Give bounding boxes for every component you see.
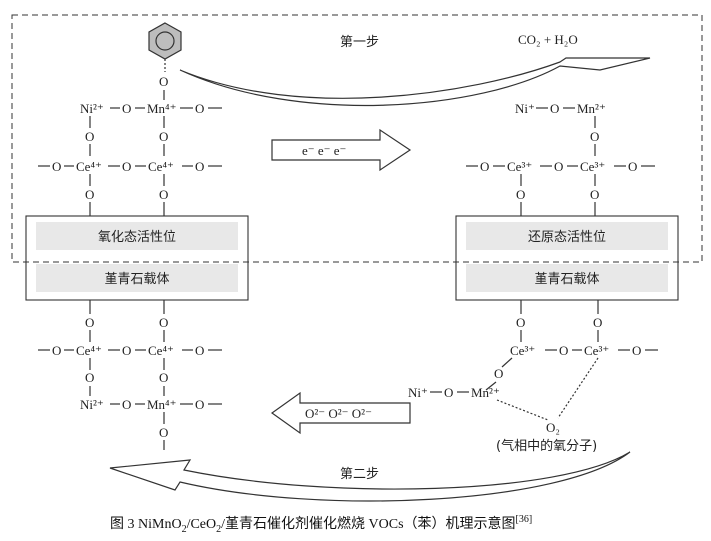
step2-label: 第二步	[340, 467, 379, 482]
oxygen-ion-labels: O²⁻ O²⁻ O²⁻	[305, 406, 372, 421]
atom-o: O	[559, 343, 568, 358]
right-bottom-slab	[466, 264, 668, 292]
atom-o: O	[195, 397, 204, 412]
atom-o: O	[159, 129, 168, 144]
electron-labels: e⁻ e⁻ e⁻	[302, 143, 346, 158]
right-panel-box	[455, 215, 679, 301]
atom-o: O	[85, 129, 94, 144]
atom-o: O	[516, 315, 525, 330]
left-bottom-structure: O O O Ce⁴⁺ O Ce⁴⁺ O O O Ni²⁺ O Mn⁴⁺ O O	[38, 300, 222, 450]
atom-o: O	[122, 101, 131, 116]
atom-ce4: Ce⁴⁺	[76, 159, 102, 174]
atom-ce3: Ce³⁺	[510, 343, 535, 358]
atom-ni-plus: Ni⁺	[515, 101, 535, 116]
atom-o: O	[516, 187, 525, 202]
atom-o: O	[159, 315, 168, 330]
atom-o: O	[195, 101, 204, 116]
right-top-slab	[466, 222, 668, 250]
left-top-slab	[36, 222, 238, 250]
svg-text:图 3 NiMnO2/CeO2/堇青石催化剂催化燃烧 V: 图 3 NiMnO2/CeO2/堇青石催化剂催化燃烧 VOCs（苯）机理示意图[…	[110, 514, 532, 535]
atom-o: O	[632, 343, 641, 358]
atom-ni2: Ni²⁺	[80, 397, 104, 412]
co2-h2o-product: CO₂ + H₂O	[518, 32, 578, 47]
oxygen-transfer-arrow: O²⁻ O²⁻ O²⁻	[270, 391, 411, 435]
atom-ce3: Ce³⁺	[580, 159, 605, 174]
atom-ni2: Ni²⁺	[80, 101, 104, 116]
atom-o: O	[494, 366, 503, 381]
left-support-label: 堇青石载体	[104, 272, 169, 287]
atom-o: O	[122, 159, 131, 174]
atom-ce4: Ce⁴⁺	[148, 343, 174, 358]
left-bottom-slab	[36, 264, 238, 292]
atom-o: O	[122, 343, 131, 358]
atom-ce4: Ce⁴⁺	[148, 159, 174, 174]
atom-o: O	[195, 343, 204, 358]
step2-curved-arrow	[109, 451, 631, 502]
atom-ce4: Ce⁴⁺	[76, 343, 102, 358]
gas-o2-note: (气相中的氧分子)	[496, 438, 597, 454]
atom-o: O	[159, 74, 168, 89]
atom-o: O	[628, 159, 637, 174]
atom-o: O	[159, 370, 168, 385]
reduced-site-label: 还原态活性位	[528, 230, 606, 245]
atom-o: O	[195, 159, 204, 174]
atom-mn2: Mn²⁺	[577, 101, 606, 116]
atom-mn4: Mn⁴⁺	[147, 397, 176, 412]
left-top-structure: O Ni²⁺ O Mn⁴⁺ O O O O Ce⁴⁺ O Ce⁴⁺ O O O	[38, 74, 222, 216]
atom-o: O	[590, 129, 599, 144]
atom-o: O	[52, 159, 61, 174]
atom-o: O	[85, 187, 94, 202]
atom-o: O	[590, 187, 599, 202]
atom-o: O	[159, 187, 168, 202]
atom-mn4: Mn⁴⁺	[147, 101, 176, 116]
left-panel-box	[25, 215, 249, 301]
atom-o: O	[122, 397, 131, 412]
right-support-label: 堇青石载体	[534, 272, 599, 287]
atom-ce3: Ce³⁺	[584, 343, 609, 358]
atom-mn2: Mn²⁺	[471, 385, 500, 400]
atom-o: O	[52, 343, 61, 358]
gas-o2-formula: O₂	[546, 420, 560, 435]
electron-transfer-arrow: e⁻ e⁻ e⁻	[271, 128, 412, 172]
benzene-icon	[148, 22, 182, 60]
atom-ni-plus: Ni⁺	[408, 385, 428, 400]
atom-o: O	[593, 315, 602, 330]
atom-o: O	[85, 315, 94, 330]
right-bottom-structure: O O Ce³⁺ O Ce³⁺ O O Ni⁺ O Mn²⁺ O₂ (气相中的氧…	[408, 300, 658, 454]
atom-o: O	[550, 101, 559, 116]
oxidized-site-label: 氧化态活性位	[98, 230, 176, 245]
atom-o: O	[480, 159, 489, 174]
figure-caption: 图 3 NiMnO2/CeO2/堇青石催化剂催化燃烧 VOCs（苯）机理示意图[…	[110, 514, 532, 535]
atom-o: O	[85, 370, 94, 385]
atom-o: O	[444, 385, 453, 400]
step1-curved-arrow	[179, 57, 651, 106]
step1-dashed-frame	[11, 14, 703, 263]
right-top-structure: Ni⁺ O Mn²⁺ O O Ce³⁺ O Ce³⁺ O O O	[466, 101, 655, 216]
step1-label: 第一步	[340, 35, 379, 50]
atom-o: O	[159, 425, 168, 440]
atom-ce3: Ce³⁺	[507, 159, 532, 174]
atom-o: O	[554, 159, 563, 174]
